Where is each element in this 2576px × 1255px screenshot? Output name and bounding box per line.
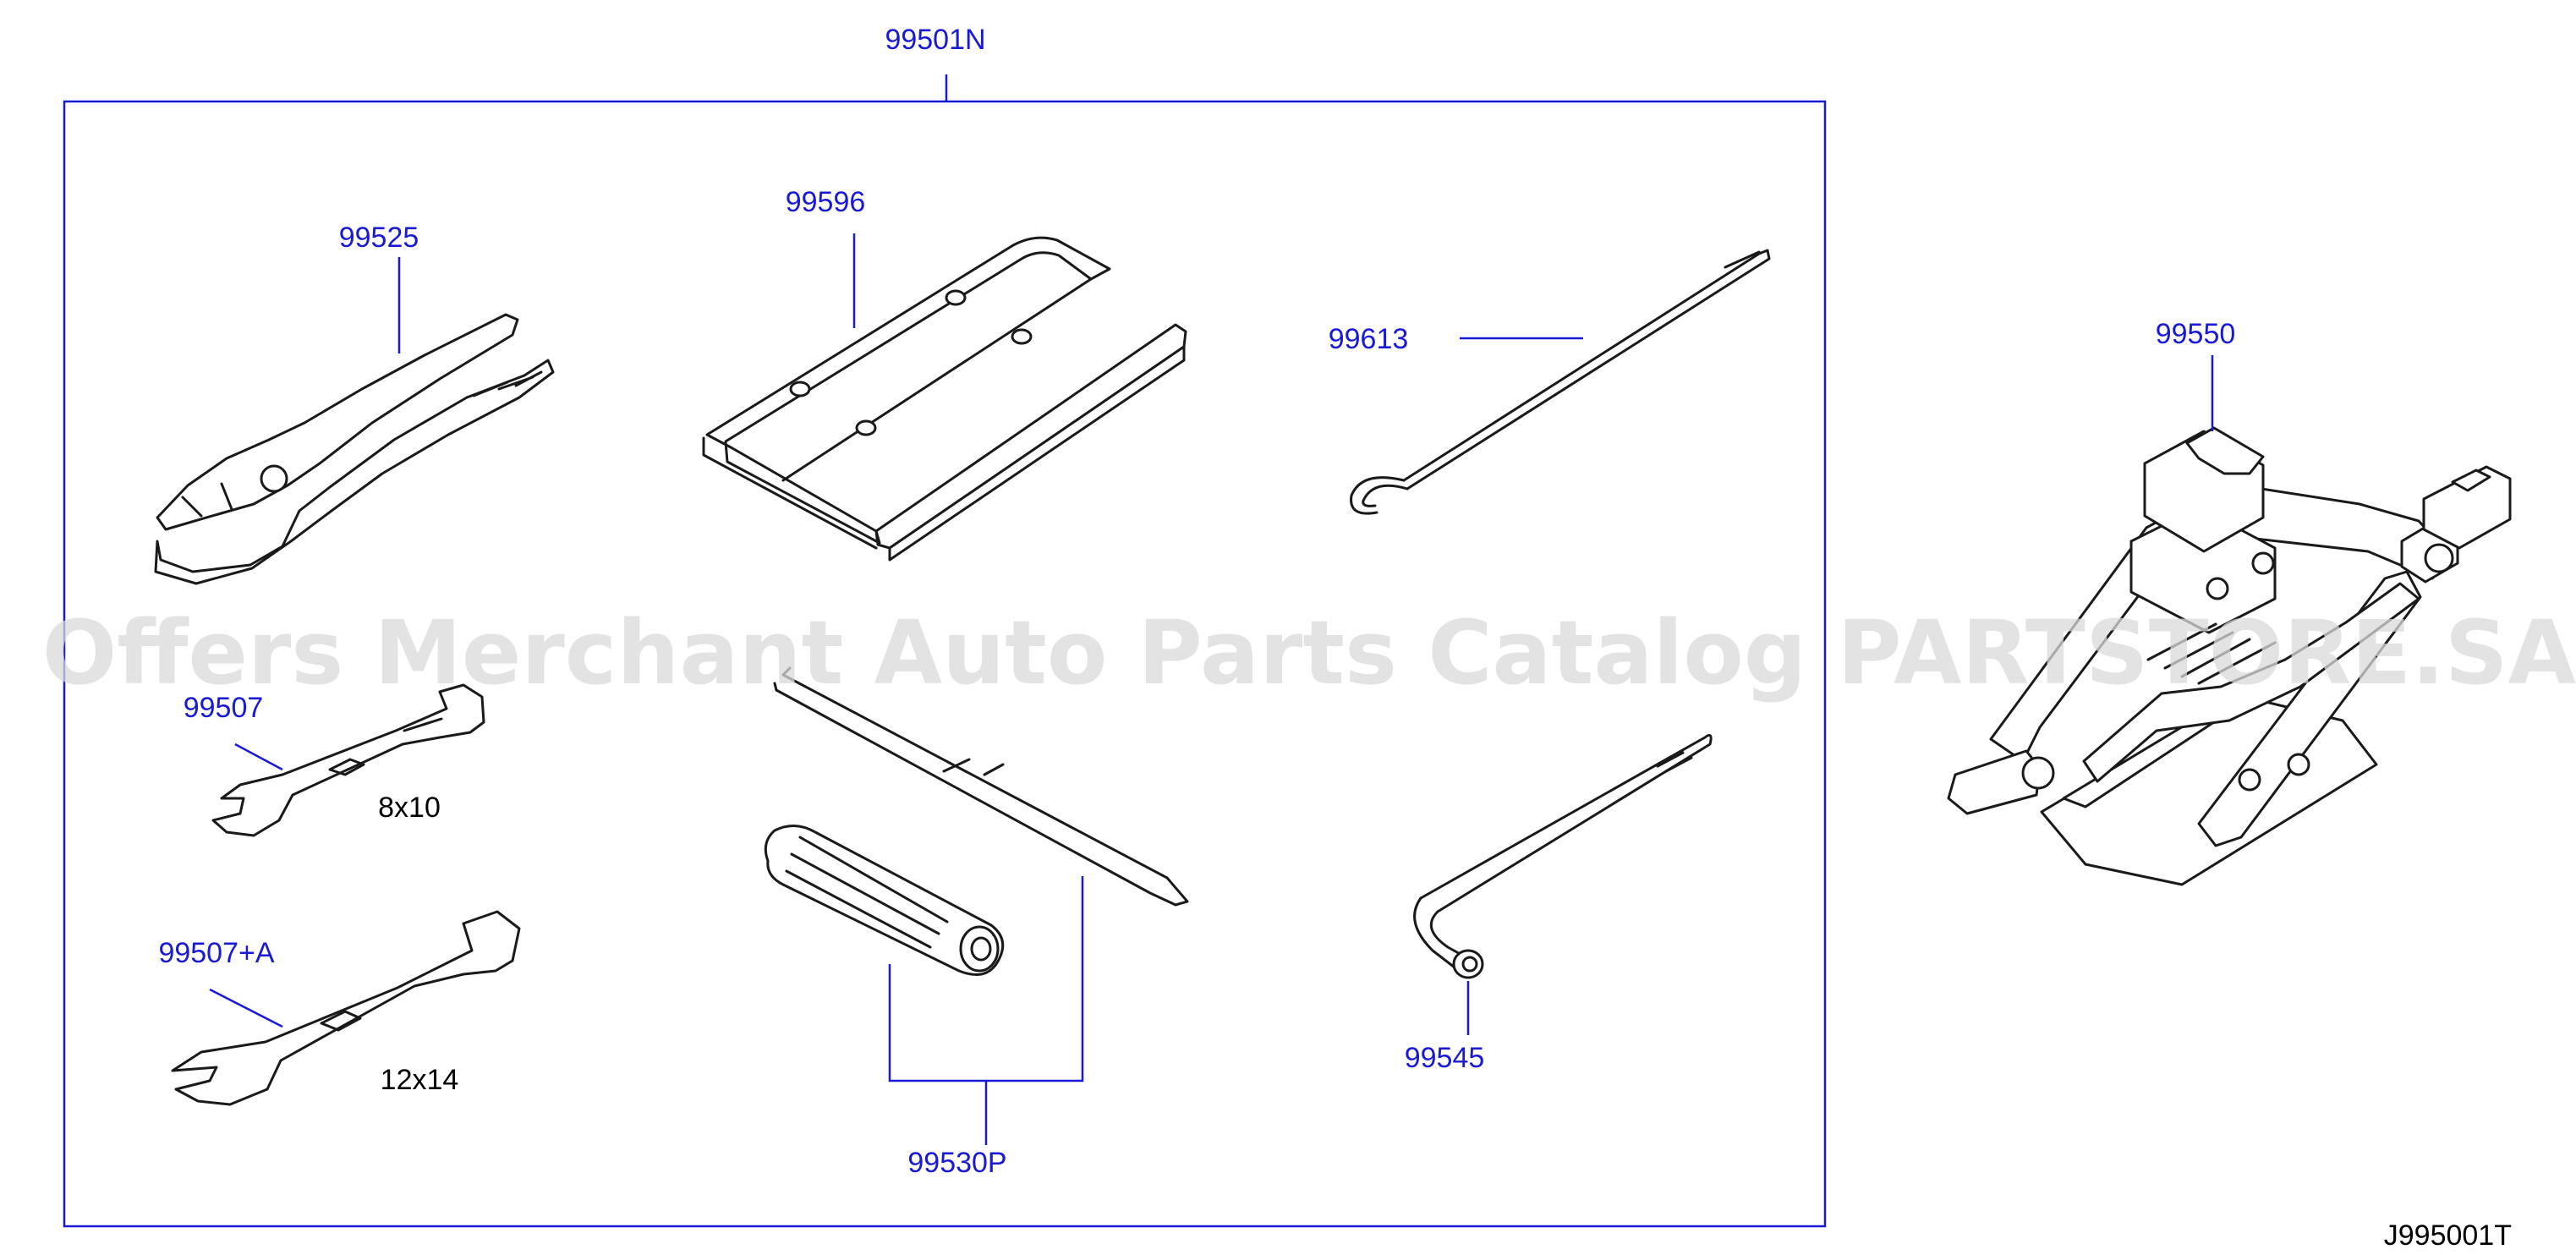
tray-drawing xyxy=(702,236,1187,562)
screwdriver-label[interactable]: 99530P xyxy=(907,1147,1006,1179)
wrench-large-drawing xyxy=(171,910,521,1106)
wrench-large-label[interactable]: 99507+A xyxy=(158,937,274,969)
diagram-code: J995001T xyxy=(2384,1219,2512,1252)
assembly-label[interactable]: 99501N xyxy=(885,24,985,56)
wrench-small-drawing xyxy=(211,683,485,837)
screwdriver-drawing xyxy=(764,666,1189,976)
pliers-label[interactable]: 99525 xyxy=(339,222,419,254)
jack-drawing xyxy=(1947,426,2512,886)
jack-label[interactable]: 99550 xyxy=(2156,318,2236,350)
lug-wrench-label[interactable]: 99545 xyxy=(1405,1042,1485,1074)
hook-rod-label[interactable]: 99613 xyxy=(1329,323,1409,355)
lug-wrench-drawing xyxy=(1413,733,1713,979)
hook-rod-drawing xyxy=(1350,249,1771,515)
screwdriver-leader xyxy=(888,876,1084,1145)
pliers-drawing xyxy=(154,313,555,585)
wrench-small-leader xyxy=(234,743,283,771)
wrench-small-label[interactable]: 99507 xyxy=(184,692,264,724)
wrench-small-size: 8x10 xyxy=(378,792,441,824)
wrench-large-size: 12x14 xyxy=(381,1064,459,1096)
watermark-text: Offers Merchant Auto Parts Catalog PARTS… xyxy=(42,601,2576,704)
wrench-large-leader xyxy=(209,988,283,1028)
assembly-frame xyxy=(63,100,1827,1228)
tray-label[interactable]: 99596 xyxy=(786,186,866,218)
